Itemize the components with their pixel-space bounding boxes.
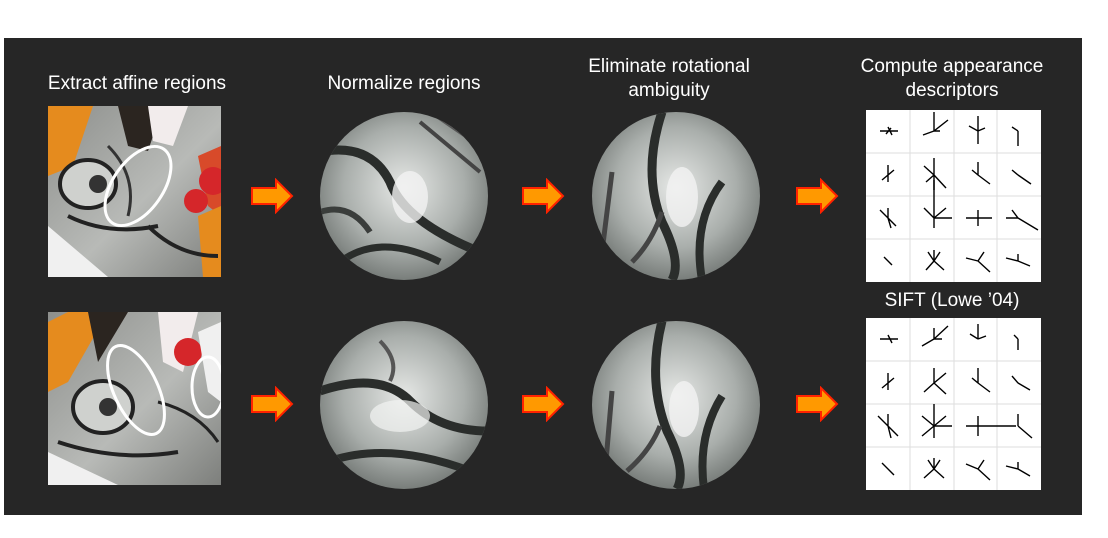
affine-region-ellipse-bottom	[106, 344, 166, 436]
normalized-region-disk-bottom	[320, 321, 488, 489]
right-block-arrow-icon	[251, 178, 294, 214]
sift-descriptor-grid-top	[866, 110, 1041, 282]
right-block-arrow-icon	[522, 178, 565, 214]
heading-eliminate-rotational-ambiguity: Eliminate rotational ambiguity	[559, 55, 779, 103]
graffiti-photo-bottom	[48, 312, 221, 485]
heading-normalize-regions: Normalize regions	[327, 73, 481, 94]
right-block-arrow-icon	[251, 386, 294, 422]
sift-descriptor-grid-bottom	[866, 318, 1041, 490]
rotation-normalized-disk-top	[592, 112, 760, 280]
rotation-normalized-disk-bottom	[592, 321, 760, 489]
heading-eliminate-line1: Eliminate rotational	[588, 56, 750, 77]
right-block-arrow-icon	[796, 178, 839, 214]
graffiti-photo-top	[48, 106, 221, 277]
sift-lowe-label: SIFT (Lowe ’04)	[884, 290, 1020, 311]
affine-region-ellipse-top	[103, 144, 173, 228]
heading-eliminate-line2: ambiguity	[628, 80, 710, 101]
right-block-arrow-icon	[522, 386, 565, 422]
normalized-region-disk-top	[320, 112, 488, 280]
slide-background: Extract affine regions Normalize regions…	[4, 38, 1082, 515]
right-block-arrow-icon	[796, 386, 839, 422]
heading-compute-line2: descriptors	[905, 80, 999, 101]
heading-compute-appearance-descriptors: Compute appearance descriptors	[832, 55, 1072, 103]
heading-extract-affine-regions: Extract affine regions	[47, 73, 227, 94]
heading-compute-line1: Compute appearance	[860, 56, 1044, 77]
